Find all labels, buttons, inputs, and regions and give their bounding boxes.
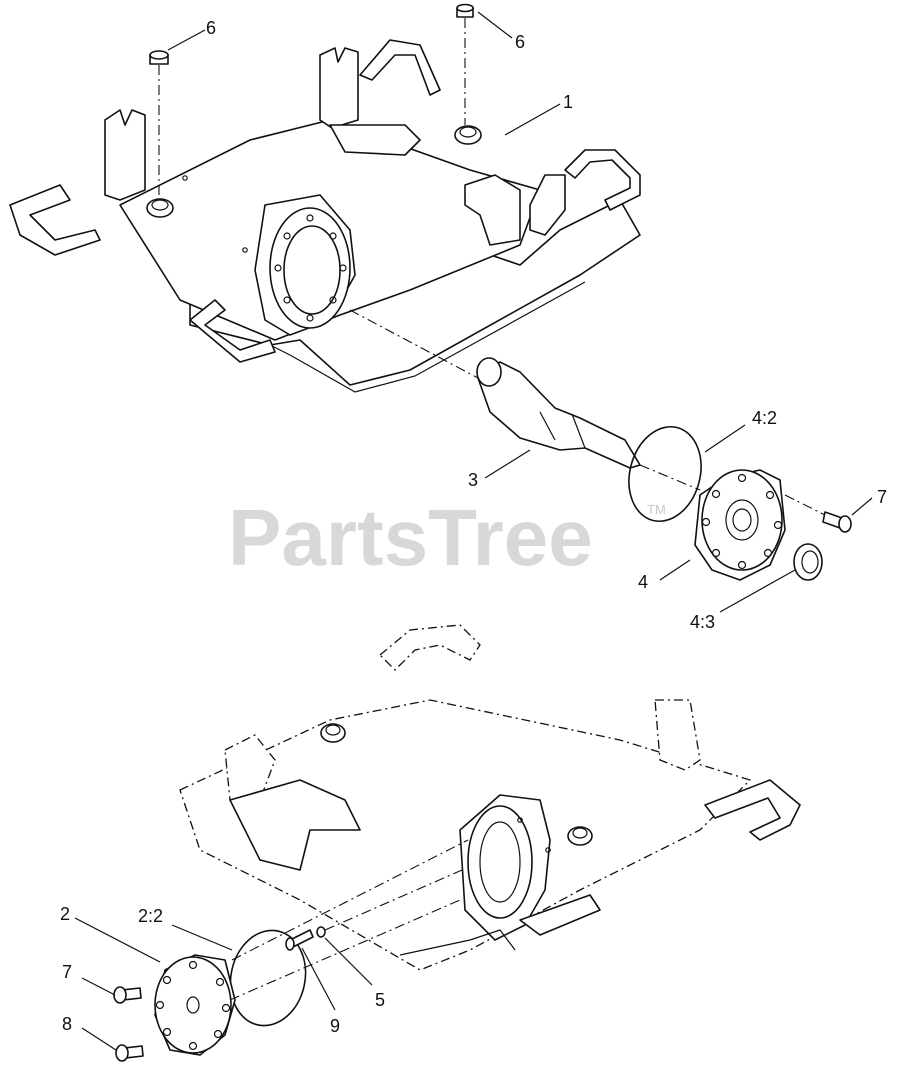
shaft-part-3[interactable] bbox=[476, 357, 641, 469]
seal-part-4-3[interactable] bbox=[793, 543, 823, 581]
bolt-part-7-bottom[interactable] bbox=[113, 986, 142, 1004]
bolt-part-8[interactable] bbox=[115, 1044, 144, 1062]
frame-lower-solid bbox=[229, 779, 801, 956]
callout-9: 9 bbox=[330, 1016, 340, 1036]
callout-7-top: 7 bbox=[877, 487, 887, 507]
callout-6-right: 6 bbox=[515, 32, 525, 52]
watermark: PartsTree TM bbox=[228, 493, 666, 582]
callout-5: 5 bbox=[375, 990, 385, 1010]
o-ring-part-2-2[interactable] bbox=[222, 923, 314, 1032]
watermark-text: PartsTree bbox=[228, 493, 593, 582]
callout-7-bottom: 7 bbox=[62, 962, 72, 982]
leader-lines bbox=[74, 11, 873, 1051]
screw-part-9[interactable] bbox=[285, 929, 314, 951]
frame-part-1[interactable] bbox=[9, 39, 641, 393]
plug-part-6-right[interactable] bbox=[456, 3, 474, 18]
callout-2: 2 bbox=[60, 904, 70, 924]
o-ring-part-4-2[interactable] bbox=[619, 419, 711, 530]
watermark-trademark: TM bbox=[647, 502, 666, 517]
cover-plate-part-2[interactable] bbox=[154, 954, 236, 1056]
callout-4-3: 4:3 bbox=[690, 612, 715, 632]
bolt-part-7-top[interactable] bbox=[822, 511, 852, 533]
callout-1: 1 bbox=[563, 92, 573, 112]
callout-6-left: 6 bbox=[206, 18, 216, 38]
plug-part-6-left[interactable] bbox=[149, 50, 169, 65]
callout-4-2: 4:2 bbox=[752, 408, 777, 428]
callout-8: 8 bbox=[62, 1014, 72, 1034]
washer-part-5[interactable] bbox=[316, 926, 326, 938]
callout-3: 3 bbox=[468, 470, 478, 490]
callout-4: 4 bbox=[638, 572, 648, 592]
callout-2-2: 2:2 bbox=[138, 906, 163, 926]
cover-plate-part-4[interactable] bbox=[694, 469, 786, 581]
